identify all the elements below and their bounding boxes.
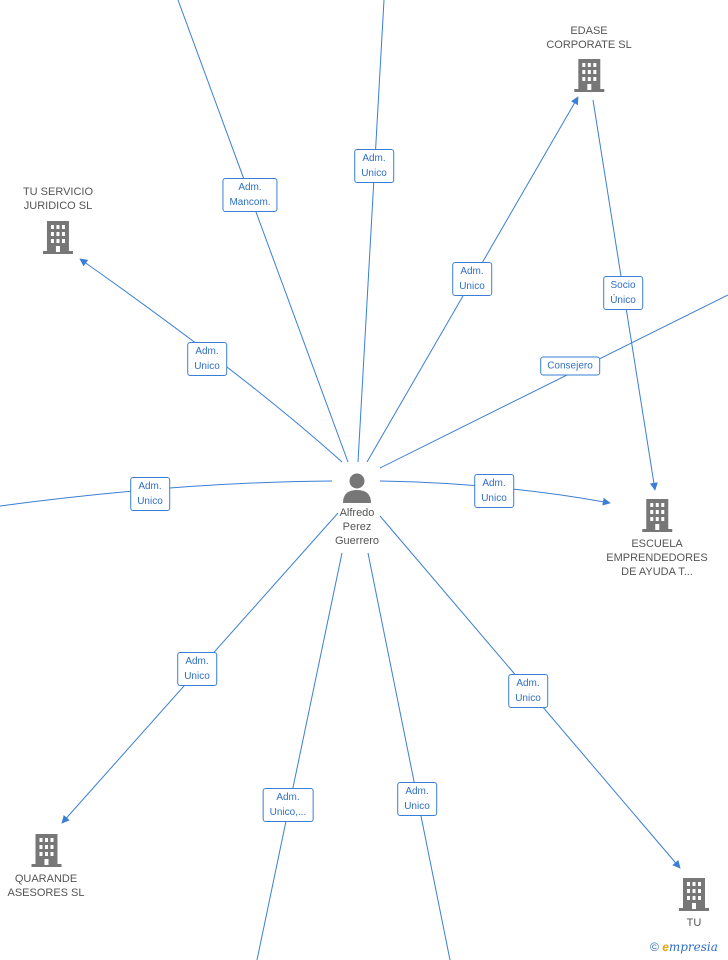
relation-text: Adm. [460, 266, 484, 277]
relation-label-tu[interactable]: Adm. Unico [508, 674, 548, 708]
company-name-line: TU [686, 917, 702, 929]
relation-text: Consejero [547, 360, 593, 372]
relation-text: Unico [459, 281, 485, 292]
relation-text: Unico [184, 671, 210, 682]
relation-text: Adm. [238, 182, 262, 193]
relation-text: Mancom. [229, 197, 271, 208]
relation-text: Adm. [276, 792, 300, 803]
relation-label-socio[interactable]: Socio Único [603, 276, 643, 310]
edge-consejero [379, 294, 728, 469]
relation-label-bottom2[interactable]: Adm. Unico [397, 782, 437, 816]
company-name: QUARANDE ASESORES SL [7, 872, 84, 900]
edge-mancom [177, 0, 349, 463]
company-name-line: JURIDICO SL [23, 200, 93, 212]
relation-label-escuela[interactable]: Adm. Unico [474, 474, 514, 508]
person-node-center[interactable]: Alfredo Perez Guerrero [335, 472, 379, 548]
relation-label-mancom[interactable]: Adm. Mancom. [222, 178, 278, 212]
building-icon [679, 878, 709, 911]
relation-text: Unico [137, 496, 163, 507]
relation-label-bottom1[interactable]: Adm. Unico,... [262, 788, 314, 822]
relation-text: Adm. [195, 346, 219, 357]
company-name-line: TU SERVICIO [22, 186, 94, 198]
relation-text: Adm. [516, 678, 540, 689]
edge-tuserv [79, 258, 343, 463]
person-icon [343, 473, 371, 503]
building-icon [43, 221, 73, 254]
relation-text: Adm. [482, 478, 506, 489]
copyright-symbol: © [650, 940, 659, 954]
company-name: ESCUELA EMPRENDEDORES DE AYUDA T... [606, 537, 707, 579]
relation-text: Socio [610, 280, 636, 291]
company-node-quarande[interactable]: QUARANDE ASESORES SL [7, 832, 85, 900]
company-name-line: EDASE [570, 25, 608, 37]
relation-text: Unico [515, 693, 541, 704]
relation-text: Unico [361, 168, 387, 179]
company-node-edase[interactable]: EDASE CORPORATE SL [546, 24, 632, 93]
building-icon [30, 834, 61, 867]
person-name-line: Perez [342, 521, 372, 533]
relation-text: Unico [481, 493, 507, 504]
relation-text: Adm. [362, 153, 386, 164]
company-name-line: QUARANDE [14, 873, 78, 885]
building-icon [642, 499, 672, 532]
company-name-line: ASESORES SL [7, 887, 85, 899]
relation-label-edase[interactable]: Adm. Unico [452, 262, 492, 296]
relation-text: Único [610, 295, 636, 306]
company-name-line: EMPRENDEDORES [606, 552, 708, 564]
company-name: TU [678, 916, 710, 930]
relation-text: Adm. [138, 481, 162, 492]
company-name: EDASE CORPORATE SL [546, 24, 631, 52]
company-name-line: DE AYUDA T... [621, 566, 693, 578]
relation-label-tuserv[interactable]: Adm. Unico [187, 342, 227, 376]
edge-top [357, 0, 385, 463]
person-name: Alfredo Perez Guerrero [335, 506, 379, 548]
relation-text: Adm. [185, 656, 209, 667]
relation-label-left[interactable]: Adm. Unico [130, 477, 170, 511]
company-name-line: ESCUELA [631, 538, 683, 550]
company-node-tu[interactable]: TU [678, 876, 710, 930]
brand-footer: © empresia [650, 940, 718, 954]
company-name-line: CORPORATE SL [546, 39, 632, 51]
brand-logo-text: mpresia [668, 940, 718, 954]
brand-logo-initial: e [662, 940, 669, 954]
relation-label-top[interactable]: Adm. Unico [354, 149, 394, 183]
relation-text: Unico [404, 801, 430, 812]
building-icon [574, 59, 604, 92]
edge-bottom1 [256, 552, 343, 960]
relation-text: Unico [194, 361, 220, 372]
company-node-tu-servicio[interactable]: TU SERVICIO JURIDICO SL [23, 185, 93, 255]
person-name-line: Guerrero [334, 535, 380, 547]
edge-left [0, 480, 333, 507]
relation-label-consejero[interactable]: Consejero [540, 356, 600, 376]
relation-label-quarande[interactable]: Adm. Unico [177, 652, 217, 686]
company-node-escuela[interactable]: ESCUELA EMPRENDEDORES DE AYUDA T... [606, 497, 708, 579]
edge-bottom2 [367, 552, 451, 960]
person-name-line: Alfredo [339, 507, 375, 519]
company-name: TU SERVICIO JURIDICO SL [23, 185, 93, 213]
relation-text: Adm. [405, 786, 429, 797]
relation-text: Unico,... [269, 807, 307, 818]
